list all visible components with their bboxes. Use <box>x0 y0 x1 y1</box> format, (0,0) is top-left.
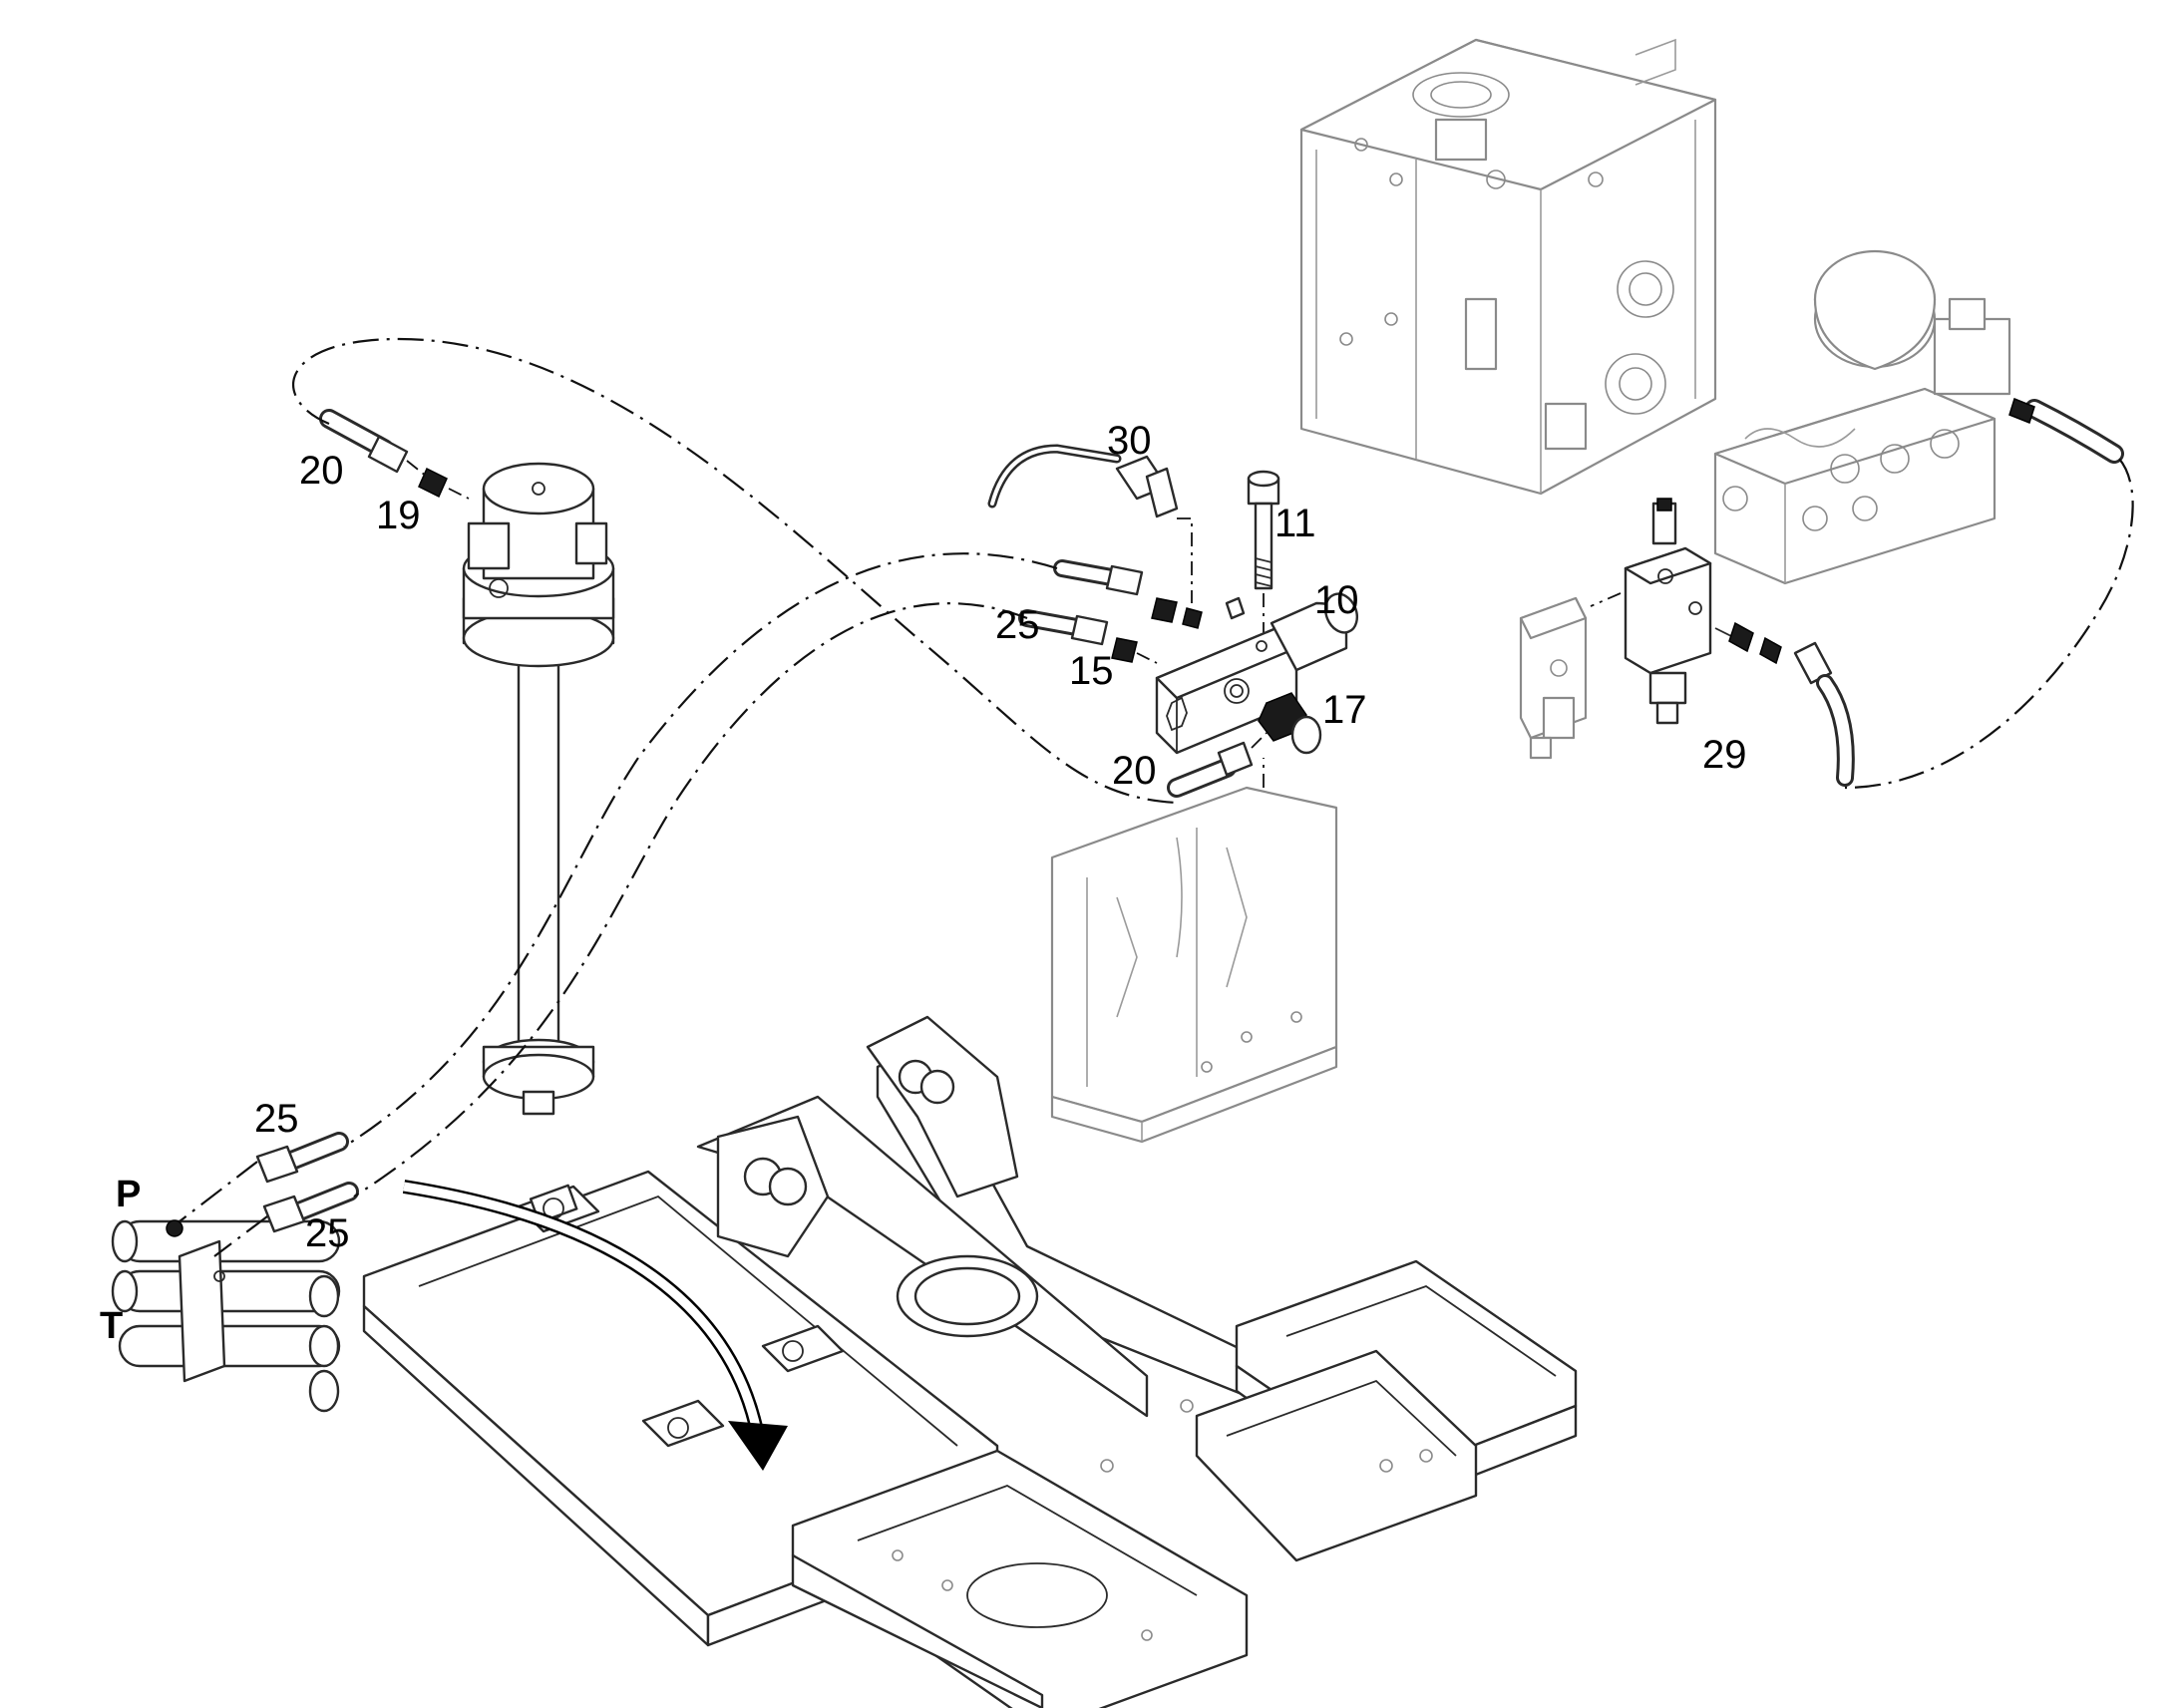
hose-20-top <box>319 409 470 500</box>
routing-lines <box>179 337 2134 1257</box>
direction-arrow <box>402 1180 788 1471</box>
callout-17: 17 <box>1322 688 1367 732</box>
hose-20-mid <box>1167 732 1268 798</box>
callout-10: 10 <box>1314 578 1359 622</box>
callout-25-low1: 25 <box>254 1097 299 1141</box>
callout-20-mid: 20 <box>1112 749 1157 793</box>
port-label-p: P <box>116 1174 141 1215</box>
sensor-cable-30 <box>987 444 1193 603</box>
callout-labels: 20 19 30 11 10 25 15 17 20 29 25 25 P T <box>100 419 1747 1347</box>
undercarriage-frame <box>362 1015 1578 1708</box>
hose-29 <box>1714 621 1855 787</box>
callout-25-low2: 25 <box>305 1211 350 1255</box>
callout-15: 15 <box>1069 649 1114 693</box>
hoses-25-15 <box>1018 559 1203 664</box>
valve-block-assembly <box>1713 249 2011 585</box>
callout-25-mid: 25 <box>995 603 1040 647</box>
bolt-11 <box>1247 470 1280 643</box>
hoses-25-bottom <box>255 1132 359 1233</box>
callout-20-top: 20 <box>299 449 344 493</box>
swivel-joint <box>462 462 615 1116</box>
valve-mount-bracket <box>1050 758 1338 1144</box>
port-label-t: T <box>100 1305 123 1347</box>
callout-19: 19 <box>376 494 421 537</box>
callout-11: 11 <box>1274 502 1316 545</box>
solenoid-coil <box>1519 596 1588 760</box>
callout-30: 30 <box>1107 419 1152 463</box>
callout-29: 29 <box>1702 733 1747 777</box>
hose-right-top <box>2008 398 2124 464</box>
elbow-fitting-17 <box>1258 692 1322 755</box>
valve-block-10 <box>1155 592 1358 755</box>
pt-manifold <box>111 1219 341 1413</box>
hydraulic-tank <box>1299 38 1717 496</box>
pressure-valve <box>1624 498 1712 725</box>
